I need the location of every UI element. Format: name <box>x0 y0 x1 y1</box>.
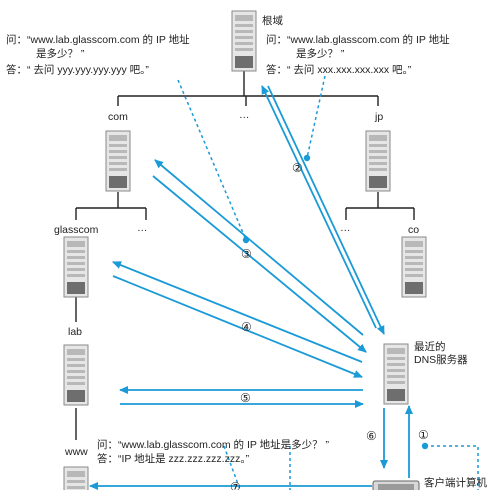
dialog-left-question-2: 是多少？ ” <box>36 48 85 60</box>
arrow-dns-to-root <box>261 85 377 329</box>
label-ellipsis-com: … <box>137 222 148 234</box>
server-glasscom <box>63 236 89 303</box>
step-badge-6: ⑥ <box>366 429 377 443</box>
server-com <box>105 130 131 197</box>
label-dns-line2: DNS服务器 <box>414 354 468 366</box>
step-badge-4: ④ <box>241 320 252 334</box>
client-computer-icon <box>372 480 420 490</box>
server-root <box>231 10 257 77</box>
label-ellipsis-jp: … <box>340 222 351 234</box>
server-lab <box>63 344 89 411</box>
dialog-right-answer: 答：“ 去问 xxx.xxx.xxx.xxx 吧。” <box>266 64 412 76</box>
label-glasscom: glasscom <box>54 224 99 236</box>
label-co: co <box>408 224 420 236</box>
label-client: 客户端计算机 <box>424 477 487 489</box>
dialog-left-question-1: 问：“www.lab.glasscom.com 的 IP 地址 <box>6 34 190 46</box>
label-lab: lab <box>68 326 83 338</box>
dotted-left-question <box>177 79 247 241</box>
dot-step2 <box>303 154 311 162</box>
step-badge-2: ② <box>292 161 303 175</box>
server-www <box>63 466 89 490</box>
dialog-bottom-question: 问：“www.lab.glasscom.com 的 IP 地址是多少？ ” <box>97 439 330 451</box>
label-ellipsis-top: … <box>239 109 250 121</box>
dialog-right-question-1: 问：“www.lab.glasscom.com 的 IP 地址 <box>266 34 450 46</box>
step-badge-7: ⑦ <box>230 480 241 490</box>
step-badge-3: ③ <box>241 247 252 261</box>
arrow-com-to-dns <box>152 175 367 353</box>
label-com: com <box>108 111 128 123</box>
step-badge-5: ⑤ <box>240 391 251 405</box>
arrow-dns-to-com <box>154 159 364 336</box>
label-jp: jp <box>375 111 384 123</box>
label-www: www <box>65 446 88 458</box>
dialog-left-answer: 答：“ 去问 yyy.yyy.yyy.yyy 吧。” <box>6 64 149 76</box>
dialog-bottom-answer: 答：“IP 地址是 zzz.zzz.zzz.zzz。” <box>97 453 250 465</box>
dot-step1 <box>421 442 429 450</box>
server-jp <box>365 130 391 197</box>
server-dns <box>383 343 409 410</box>
dotted-right-question <box>306 75 326 159</box>
dialog-right-question-2: 是多少？ ” <box>296 48 345 60</box>
step-badge-1: ① <box>418 428 429 442</box>
server-co <box>401 236 427 303</box>
label-dns-line1: 最近的 <box>414 341 446 353</box>
arrow-root-to-dns <box>267 85 385 335</box>
arrow-dns-to-glasscom <box>112 261 363 363</box>
label-root: 根域 <box>262 15 283 27</box>
arrow-glasscom-to-dns <box>112 275 363 378</box>
